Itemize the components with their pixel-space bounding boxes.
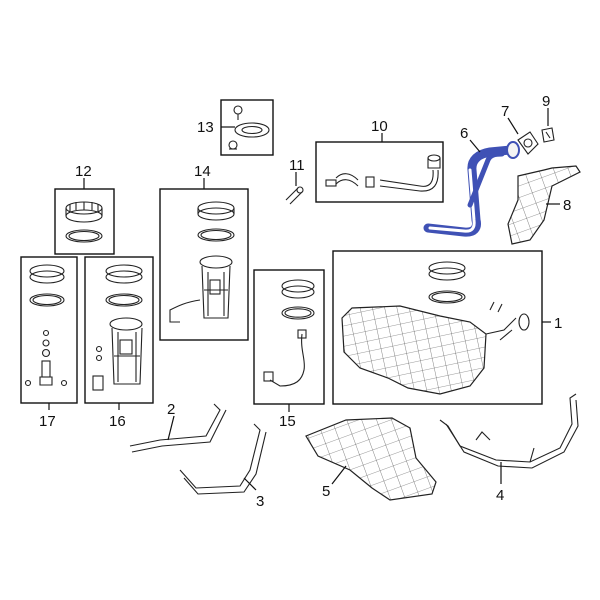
callout-11: 11: [289, 157, 305, 174]
lock-ring: [65, 201, 103, 223]
seal-ring: [65, 229, 103, 243]
callout-14: 14: [194, 163, 211, 180]
pump-body: [169, 255, 233, 323]
callout-labels: 1 2 3 4 5 6 7 8 9 10 11 12 13 14 15 16 1…: [39, 93, 571, 510]
part-17-small-parts: [24, 329, 68, 387]
callout-8: 8: [563, 197, 571, 214]
part-7-filler-neck[interactable]: [517, 131, 539, 155]
callout-5: 5: [322, 483, 330, 500]
part-16-rings: [105, 264, 143, 307]
callout-7: 7: [501, 103, 509, 120]
pump-lock-ring: [197, 201, 235, 221]
part-17-group[interactable]: [20, 256, 78, 404]
gauge-cover: [228, 105, 270, 150]
part-2-strap[interactable]: [129, 403, 227, 453]
part-12-group[interactable]: [54, 188, 115, 255]
callout-3: 3: [256, 493, 264, 510]
part-3-strap[interactable]: [179, 423, 267, 495]
callout-2: 2: [167, 401, 175, 418]
callout-4: 4: [496, 487, 504, 504]
part-15-rings: [281, 279, 315, 320]
leader-lines: [48, 108, 560, 491]
callout-6: 6: [460, 125, 468, 142]
callout-12: 12: [75, 163, 92, 180]
part-16-box: [84, 256, 154, 404]
part-1-box: [332, 250, 543, 405]
pump-seal: [197, 228, 235, 242]
part-4-strap-frame[interactable]: [439, 393, 579, 469]
part-6-filler-pipe[interactable]: [423, 141, 520, 237]
part-8-housing[interactable]: [507, 165, 581, 245]
callout-13: 13: [197, 119, 214, 136]
callout-9: 9: [542, 93, 550, 110]
part-14-group[interactable]: [159, 188, 249, 341]
wire-harness: [263, 329, 307, 387]
callout-17: 17: [39, 413, 56, 430]
callout-1: 1: [554, 315, 562, 332]
callout-10: 10: [371, 118, 388, 135]
tank-rings: [428, 261, 466, 304]
part-15-group[interactable]: [253, 269, 325, 405]
part-10-group[interactable]: [315, 141, 444, 203]
part-16-group[interactable]: [84, 256, 154, 404]
vent-hose: [325, 154, 441, 192]
part-11-clip[interactable]: [285, 186, 304, 205]
callout-15: 15: [279, 413, 296, 430]
part-17-rings: [29, 264, 65, 307]
part-1-group[interactable]: [332, 250, 543, 405]
callout-16: 16: [109, 413, 126, 430]
part-10-box: [315, 141, 444, 203]
part-16-pump-body: [92, 317, 143, 391]
part-9-grommet[interactable]: [541, 127, 555, 143]
fuel-tank: [341, 301, 530, 395]
